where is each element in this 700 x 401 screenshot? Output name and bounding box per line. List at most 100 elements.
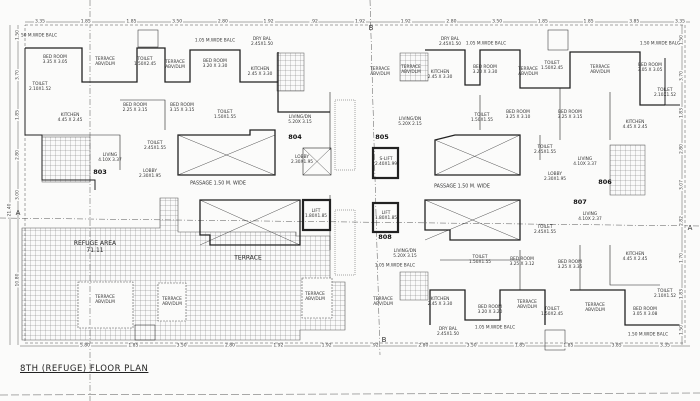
flat-number-803: 803 — [93, 168, 107, 176]
dimension-top: 1.85 — [125, 19, 138, 25]
room-name: TERRACE — [95, 57, 115, 62]
room-name: 1.05 M.WIDE BALC — [474, 325, 516, 331]
room-size: 2.30X1.95 — [138, 174, 162, 179]
room-size: 2.45 X 3.30 — [427, 302, 453, 307]
room-name: LIVING — [102, 153, 118, 158]
room-name: BED ROOM — [203, 59, 227, 64]
refuge-area-value: 71.11 — [86, 247, 104, 254]
room-name: TOILET — [32, 82, 48, 87]
room-label: 1.05 M.WIDE BALC — [466, 42, 506, 47]
room-name: BED ROOM — [478, 305, 502, 310]
room-name: TOILET — [657, 289, 673, 294]
room-size: 4.45 X 2.45 — [57, 118, 83, 123]
room-name: KITCHEN — [625, 252, 645, 257]
axis-marker-b-bottom: B — [381, 336, 387, 344]
room-size: 1.50X2.45 — [540, 312, 564, 317]
room-name: TOILET — [537, 225, 553, 230]
lift-shaft-left — [301, 198, 332, 232]
room-size: 3.25 X 3.15 — [557, 115, 583, 120]
room-name: BED ROOM — [558, 260, 582, 265]
room-label: 1.50 M.WIDE BALC — [17, 34, 57, 39]
dimension-right: 1.50 — [679, 33, 685, 47]
room-name: KITCHEN — [625, 120, 645, 125]
room-name: LOBBY — [143, 169, 157, 174]
room-name: 1.05 M.WIDE BALC — [374, 263, 416, 269]
dimension-bottom: 3.35 — [658, 343, 672, 349]
room-size: 2.45 X 3.30 — [427, 75, 453, 80]
room-name: BED ROOM — [633, 307, 657, 312]
room-size: 2.45X1.55 — [533, 230, 557, 235]
room-label: 1.05 M.WIDE BALC — [475, 326, 515, 331]
room-name: 1.50 M.WIDE BALC — [16, 33, 58, 39]
flat-number-805: 805 — [375, 133, 389, 141]
room-size: 3.15 X 3.15 — [169, 108, 195, 113]
room-size: 2.10X1.52 — [653, 93, 677, 98]
room-size: 2.45X1.50 — [250, 42, 274, 47]
room-name: TERRACE — [370, 67, 390, 72]
room-size: 2.30X1.95 — [290, 160, 314, 165]
room-size: 4.10X 3.37 — [573, 162, 597, 167]
terrace-label: TERRACE — [234, 254, 262, 262]
dimension-bottom: 3.85 — [610, 343, 623, 349]
room-name: TERRACE — [373, 297, 393, 302]
dimension-right: 1.83 — [679, 287, 685, 300]
room-name: KITCHEN — [250, 67, 270, 72]
axis-marker-a-right: A — [687, 224, 693, 232]
room-name: TOILET — [544, 61, 560, 66]
room-name: BED ROOM — [170, 103, 194, 108]
room-name: TERRACE — [590, 65, 610, 70]
room-size: ABV/DLM — [370, 72, 390, 77]
dimension-right: 1.83 — [679, 106, 685, 119]
refuge-area-tiles — [21, 52, 646, 341]
room-size: ABV/DLM — [95, 62, 115, 67]
room-name: TERRACE — [517, 300, 537, 305]
dimension-left: 1.85 — [15, 108, 21, 122]
dimension-left: 2.80 — [15, 148, 21, 162]
room-size: 2.30X1.95 — [543, 177, 567, 182]
room-size: 3.20 X 3.20 — [477, 310, 503, 315]
room-name: LIVING — [582, 212, 598, 217]
room-size: 5.20X 2.15 — [398, 122, 422, 127]
dimension-right: 2.80 — [679, 142, 685, 155]
passage-label-left: PASSAGE 1.50 M. WIDE — [190, 181, 246, 187]
room-name: TERRACE — [518, 67, 538, 72]
room-name: BED ROOM — [510, 257, 534, 262]
room-name: 1.05 M.WIDE BALC — [194, 38, 236, 44]
room-size: 4.45 X 2.45 — [622, 125, 648, 130]
dimension-bottom: 1.85 — [127, 343, 140, 349]
dimension-top: 1.92 — [353, 19, 367, 25]
room-name: TOILET — [137, 57, 153, 62]
dimension-right: 2.82 — [679, 215, 685, 228]
room-name: 1.05 M.WIDE BALC — [465, 41, 507, 47]
flat-number-808: 808 — [378, 233, 392, 241]
dimension-top: 2.80 — [216, 19, 229, 25]
